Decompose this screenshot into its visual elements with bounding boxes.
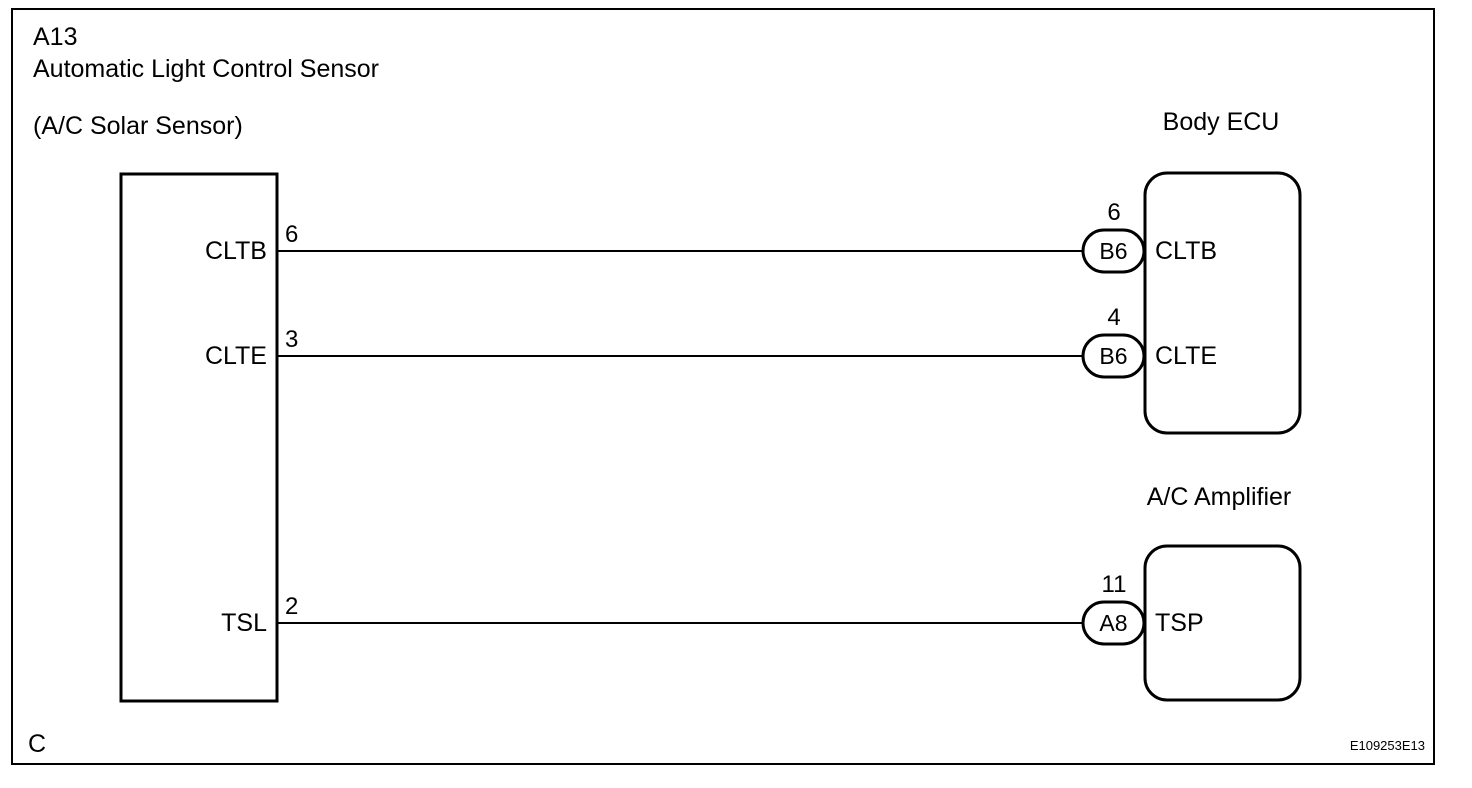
sensor-name: Automatic Light Control Sensor — [33, 55, 379, 83]
ac-amplifier-pin-label-tsp: TSP — [1155, 609, 1204, 637]
ac-amplifier-pin-number-tsp: 11 — [1102, 571, 1127, 598]
body-ecu-connector-cltb — [1081, 228, 1146, 274]
body-ecu-box — [1143, 171, 1302, 435]
sensor-pin-label-tsl: TSL — [221, 609, 267, 637]
sensor-pin-label-cltb: CLTB — [205, 237, 267, 265]
footer-figure-id: E109253E13 — [1350, 738, 1425, 753]
ac-amplifier-title: A/C Amplifier — [1147, 483, 1291, 511]
sensor-pin-number-clte: 3 — [285, 326, 298, 353]
body-ecu-pin-label-clte: CLTE — [1155, 342, 1217, 370]
sensor-code: A13 — [33, 23, 77, 51]
body-ecu-connector-id-clte: B6 — [1099, 343, 1127, 369]
footer-left-code: C — [28, 730, 46, 758]
body-ecu-pin-label-cltb: CLTB — [1155, 237, 1217, 265]
body-ecu-connector-id-cltb: B6 — [1099, 238, 1127, 264]
body-ecu-pin-number-clte: 4 — [1107, 304, 1120, 331]
sensor-subname: (A/C Solar Sensor) — [33, 112, 243, 140]
sensor-pin-number-tsl: 2 — [285, 593, 298, 620]
sensor-pin-number-cltb: 6 — [285, 221, 298, 248]
sensor-box — [119, 172, 279, 703]
body-ecu-title: Body ECU — [1163, 108, 1280, 136]
diagram-frame — [11, 8, 1435, 765]
sensor-pin-label-clte: CLTE — [205, 342, 267, 370]
body-ecu-pin-number-cltb: 6 — [1107, 199, 1120, 226]
ac-amplifier-connector-tsp — [1081, 600, 1146, 646]
body-ecu-connector-clte — [1081, 333, 1146, 379]
ac-amplifier-connector-id-tsp: A8 — [1099, 610, 1127, 636]
